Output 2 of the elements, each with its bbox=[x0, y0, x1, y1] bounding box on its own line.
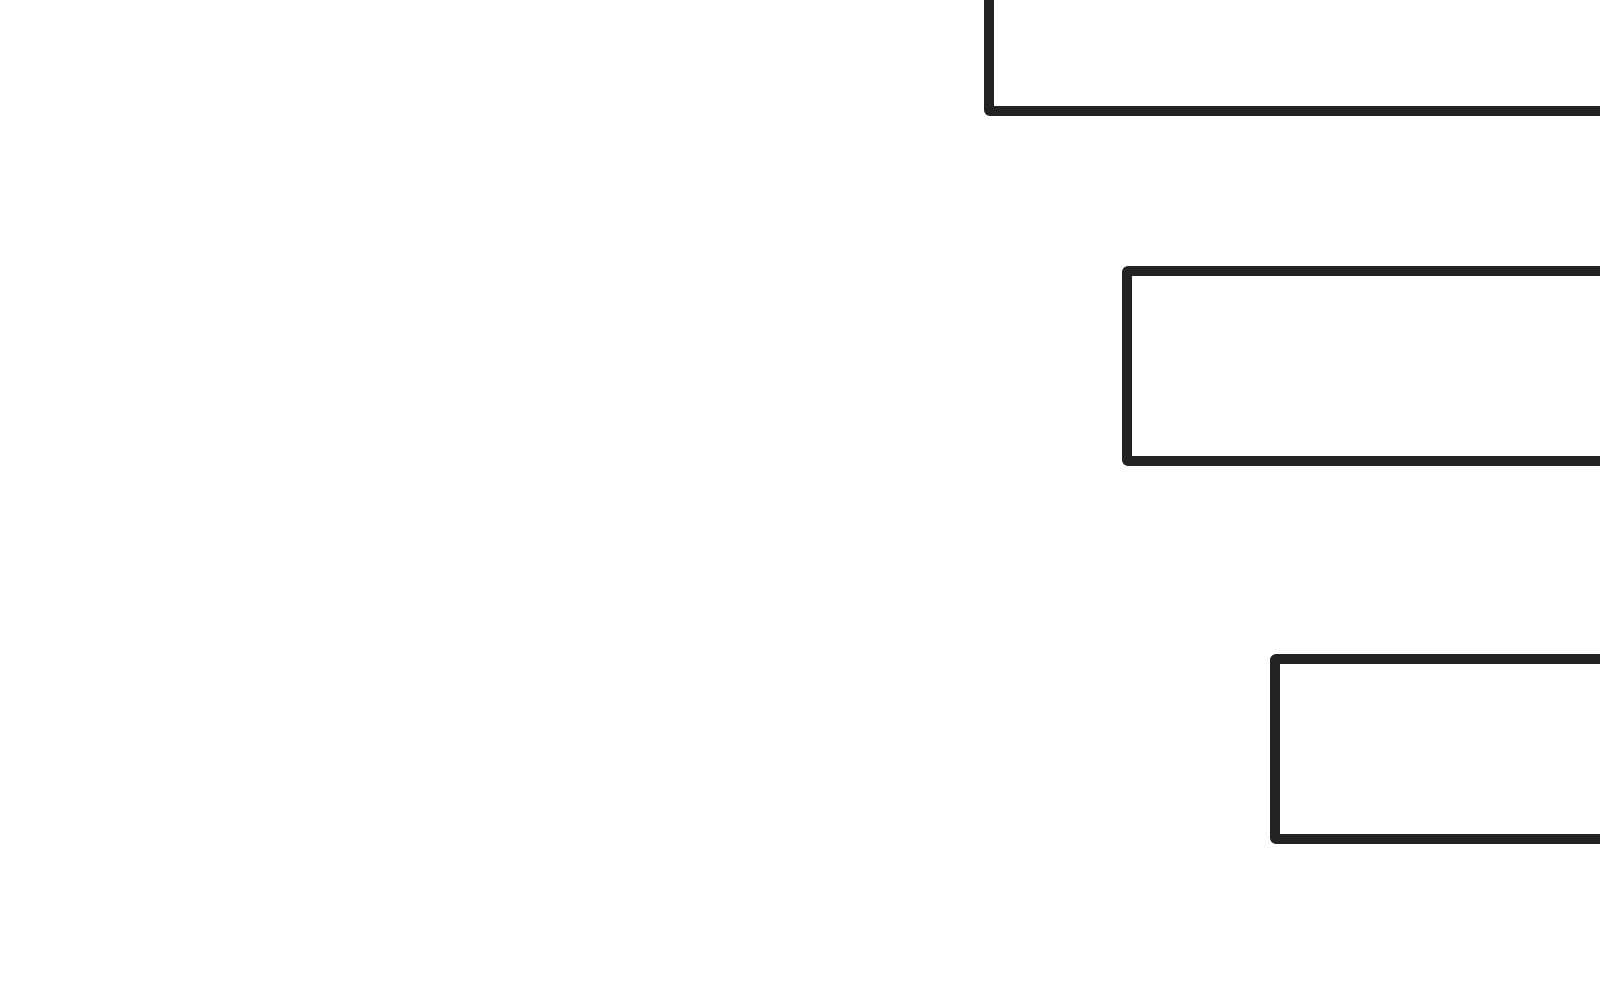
box-shape bbox=[1122, 266, 1600, 466]
box-shape bbox=[1270, 654, 1600, 844]
